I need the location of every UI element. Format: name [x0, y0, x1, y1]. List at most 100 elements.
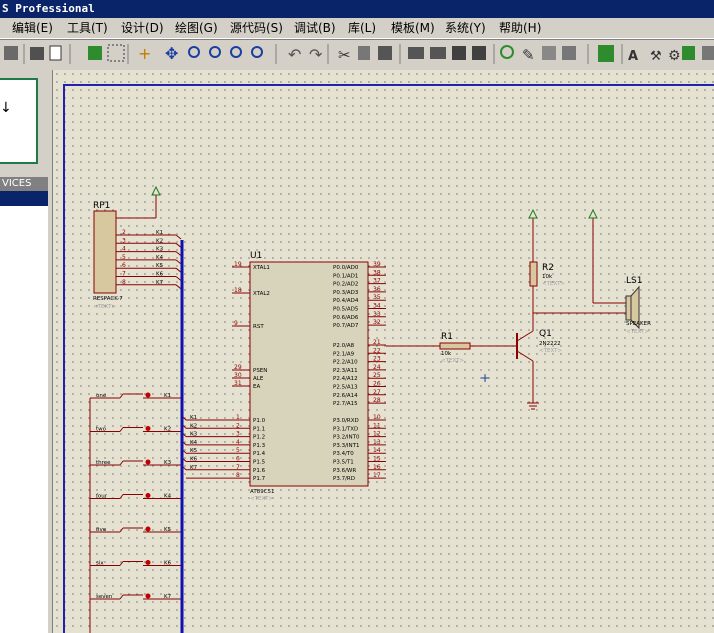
block-delete-icon[interactable] [472, 46, 486, 60]
bus-entry [175, 284, 182, 290]
u1-pin-name: XTAL2 [253, 291, 270, 297]
cut-icon[interactable]: ✂ [338, 46, 351, 64]
button-contact [119, 427, 124, 432]
block-rotate-icon[interactable] [452, 46, 466, 60]
u1-pin-name: P3.1/TXD [333, 426, 358, 432]
power-terminal [588, 208, 598, 219]
u1-pin-number: 2 [236, 422, 240, 429]
rp1-pin-number: 6 [122, 262, 126, 269]
property-assignment-icon[interactable]: ⚒ [650, 49, 662, 64]
menu-item-6[interactable]: 库(L) [348, 21, 377, 35]
undo-icon[interactable]: ↶ [288, 45, 301, 64]
u1-pin-number: 24 [373, 364, 381, 371]
device-list[interactable] [0, 206, 48, 633]
menu-item-5[interactable]: 调试(B) [294, 21, 336, 35]
u1-pin-number: 29 [234, 364, 242, 371]
make-device-icon[interactable]: ✎ [522, 46, 535, 64]
crosshair-icon: + [480, 371, 490, 385]
u1-pin-number: 15 [373, 456, 381, 463]
u1-net-label: K1 [190, 415, 197, 421]
overview-window[interactable]: ↓ [0, 78, 38, 164]
u1-pin-name: RST [253, 324, 264, 330]
u1-pin-number: 5 [236, 447, 240, 454]
u1-net-label: K5 [190, 448, 198, 454]
u1-pin-name: P3.3/INT1 [333, 443, 360, 449]
pan-icon[interactable]: ✥ [165, 44, 178, 63]
open-icon[interactable] [4, 46, 18, 60]
r1-text: <TEXT> [441, 358, 464, 364]
pick-device-icon[interactable] [500, 45, 514, 59]
print-icon[interactable] [30, 47, 44, 60]
u1-pin-name: P1.4 [253, 451, 266, 457]
block-copy-icon[interactable] [408, 47, 424, 59]
search-icon[interactable]: A [628, 49, 638, 64]
rp1-pin-number: 3 [122, 237, 126, 244]
u1-net-label: K3 [190, 432, 198, 438]
grid-icon[interactable] [107, 44, 125, 62]
u1-pin-name: P1.6 [253, 468, 266, 474]
netlist-icon[interactable] [682, 46, 695, 60]
refresh-icon[interactable] [88, 46, 102, 60]
ares-icon[interactable] [702, 46, 714, 60]
rp1-body[interactable] [93, 210, 117, 294]
button-net-label: K6 [164, 561, 172, 567]
package-icon[interactable] [542, 46, 556, 60]
zoom-out-icon[interactable] [209, 46, 221, 58]
rp1-net-label: K4 [156, 255, 164, 261]
menu-item-7[interactable]: 模板(M) [391, 21, 435, 35]
schematic-canvas[interactable] [52, 70, 714, 633]
u1-pin-name: P3.7/RD [333, 476, 355, 482]
menu-item-1[interactable]: 工具(T) [67, 21, 108, 35]
button-net-label: K7 [164, 594, 172, 600]
u1-pin-name: P1.2 [253, 435, 265, 441]
button-net-label: K5 [164, 527, 172, 533]
rp1-pin-number: 8 [122, 279, 126, 286]
u1-pin-number: 25 [373, 372, 381, 379]
button-indicator [145, 426, 151, 431]
u1-pin-number: 4 [236, 439, 240, 446]
u1-body[interactable] [249, 261, 369, 487]
menu-item-4[interactable]: 源代码(S) [230, 21, 283, 35]
menu-item-8[interactable]: 系统(Y) [445, 21, 486, 35]
menu-item-0[interactable]: 编辑(E) [12, 21, 53, 35]
u1-pin-number: 28 [373, 397, 381, 404]
zoom-area-icon[interactable] [251, 46, 263, 58]
decompose-icon[interactable] [562, 46, 576, 60]
u1-pin-number: 13 [373, 439, 381, 446]
menu-item-3[interactable]: 绘图(G) [175, 21, 218, 35]
menu-item-9[interactable]: 帮助(H) [499, 21, 542, 35]
bom-icon[interactable]: ⚙ [668, 48, 681, 64]
r2-value: 10k [542, 274, 553, 280]
menu-item-2[interactable]: 设计(D) [121, 21, 164, 35]
u1-pin-number: 33 [373, 311, 381, 318]
u1-pin-number: 36 [373, 286, 381, 293]
redo-icon[interactable]: ↷ [309, 45, 323, 64]
u1-pin-number: 35 [373, 294, 381, 301]
button-contact [119, 594, 124, 600]
r1-value: 10k [441, 351, 452, 357]
u1-pin-name: P0.1/AD1 [333, 273, 358, 279]
u1-ref: U1 [250, 251, 262, 261]
u1-pin-name: P3.5/T1 [333, 460, 354, 466]
r2-body[interactable] [529, 261, 538, 287]
u1-pin-number: 14 [373, 447, 381, 454]
u1-pin-name: P2.0/A8 [333, 343, 355, 349]
window-title: S Professional [0, 0, 714, 18]
ls1-body[interactable] [625, 295, 632, 321]
zoom-in-icon[interactable] [188, 46, 200, 58]
copy-icon[interactable] [358, 46, 370, 60]
u1-pin-number: 1 [236, 414, 240, 421]
r1-body[interactable] [439, 342, 471, 350]
button-indicator [145, 493, 151, 498]
button-label: two [96, 427, 107, 433]
wire-autorouter-icon[interactable] [598, 45, 614, 62]
paste-icon[interactable] [378, 46, 392, 60]
rp1-pin-number: 4 [122, 246, 126, 253]
u1-pin-number: 7 [236, 464, 240, 471]
device-selected-row[interactable] [0, 191, 48, 206]
block-move-icon[interactable] [430, 47, 446, 59]
u1-pin-name: P2.4/A12 [333, 376, 358, 382]
page-icon[interactable] [49, 45, 62, 61]
zoom-all-icon[interactable] [230, 46, 242, 58]
origin-icon[interactable]: + [138, 44, 151, 63]
